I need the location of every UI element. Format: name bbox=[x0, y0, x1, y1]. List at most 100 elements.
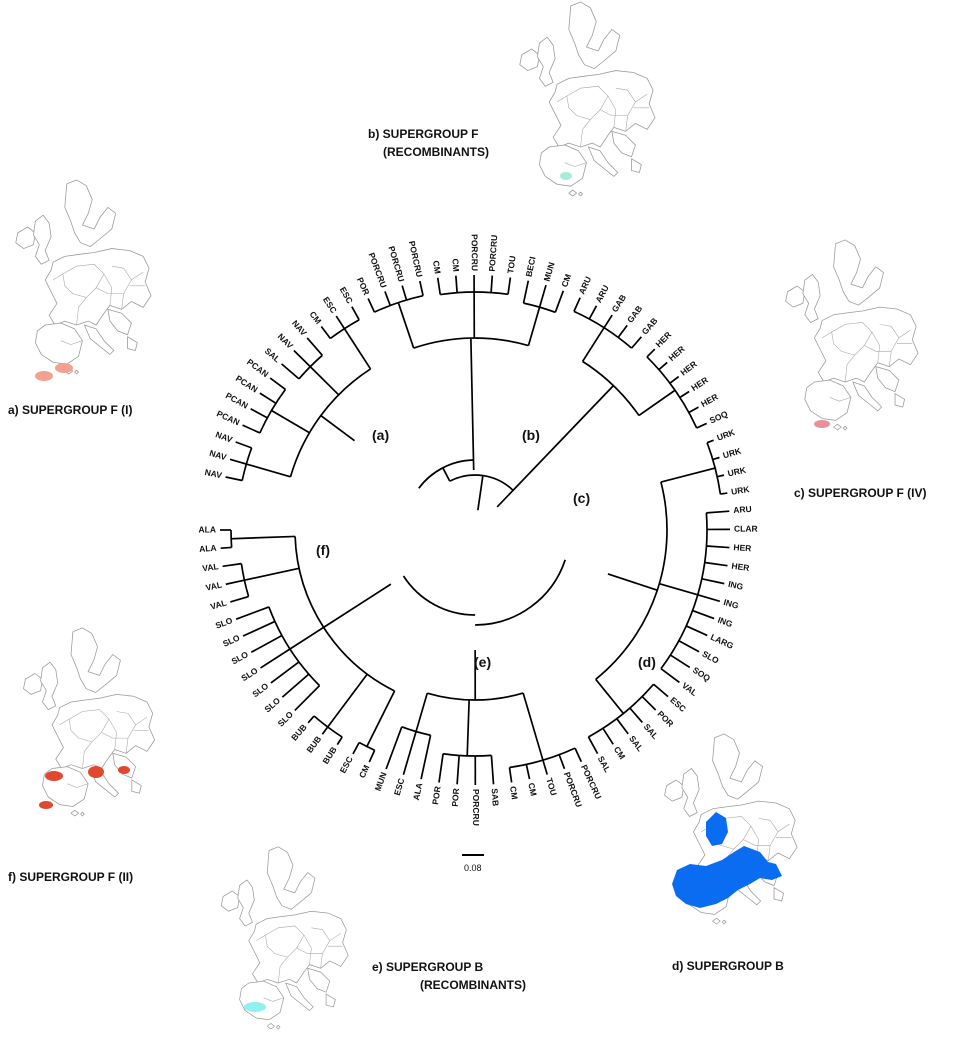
tip-label: ING bbox=[727, 579, 744, 592]
tree-branch bbox=[525, 764, 531, 780]
tree-arc bbox=[298, 354, 323, 380]
tree-arc bbox=[475, 559, 567, 626]
map-highlight-f1 bbox=[45, 771, 63, 781]
tip-label: ALA bbox=[199, 524, 216, 534]
map-panel-b: b) SUPERGROUP F (RECOMBINANTS) bbox=[368, 1, 656, 197]
clade-labels: (a) (b) (c) (d) (e) (f) bbox=[316, 427, 656, 670]
tree-branch bbox=[401, 285, 408, 301]
tree-branch bbox=[281, 363, 300, 380]
tree-branch bbox=[701, 577, 725, 585]
tree-branch bbox=[327, 673, 368, 728]
tip-label: TOU bbox=[505, 255, 517, 274]
tip-label: SLO bbox=[262, 695, 282, 714]
tip-label: ESC bbox=[392, 777, 407, 797]
tree-branch bbox=[456, 755, 460, 785]
tip-label: ING bbox=[722, 597, 740, 611]
tip-label: URK bbox=[722, 445, 743, 460]
map-highlight-b bbox=[560, 172, 572, 180]
tip-label: ESC bbox=[668, 695, 688, 714]
map-highlight-f4 bbox=[39, 801, 53, 809]
tip-label: PORCRU bbox=[579, 763, 603, 801]
tip-label: CM bbox=[508, 785, 520, 800]
tree-branch bbox=[231, 535, 296, 540]
tip-label: ARU bbox=[733, 504, 752, 515]
tree-branch bbox=[420, 735, 432, 780]
tip-label: BUB bbox=[289, 722, 309, 742]
tree-branch bbox=[309, 366, 340, 396]
tree-branch bbox=[706, 510, 730, 514]
tree-branch bbox=[352, 742, 360, 755]
tip-label: PORCRU bbox=[471, 789, 481, 826]
tip-label: PORCRU bbox=[367, 251, 389, 289]
tree-branch bbox=[490, 755, 495, 785]
tree-branch bbox=[558, 754, 566, 770]
tip-label: ARU bbox=[593, 283, 611, 304]
tree-branch bbox=[384, 291, 392, 306]
tree-arc bbox=[358, 741, 376, 751]
tree-branch bbox=[638, 389, 676, 417]
tip-label: PCAN bbox=[234, 373, 260, 394]
tip-label: ALA bbox=[411, 782, 424, 801]
clade-label-f: (f) bbox=[316, 542, 330, 558]
map-panel-f: f) SUPERGROUP F (II) bbox=[8, 627, 155, 884]
tree-branch bbox=[602, 727, 614, 745]
map-highlight-a2 bbox=[55, 363, 73, 373]
tip-label: PORCRU bbox=[470, 234, 480, 271]
tree-branch bbox=[706, 439, 714, 444]
tip-label: HER bbox=[731, 561, 750, 573]
tree-branch bbox=[289, 626, 325, 650]
tip-label: CM bbox=[308, 309, 324, 326]
tree-arc bbox=[523, 302, 556, 314]
tip-label: TOU bbox=[544, 777, 559, 797]
tree-branch bbox=[270, 661, 300, 684]
tip-label: BECI bbox=[524, 256, 538, 278]
tip-label: LARG bbox=[709, 632, 735, 651]
tree-branch bbox=[587, 736, 599, 755]
map-panel-a: a) SUPERGROUP F (I) bbox=[8, 179, 152, 417]
tip-label: SAB bbox=[490, 788, 501, 807]
tree-branch bbox=[573, 297, 581, 312]
map-label-a: a) SUPERGROUP F (I) bbox=[8, 403, 132, 417]
tip-label: HER bbox=[678, 359, 698, 378]
tip-label: CM bbox=[526, 782, 539, 797]
tip-label: POR bbox=[450, 788, 461, 807]
tree-branch bbox=[294, 685, 321, 712]
tip-label: URK bbox=[730, 484, 751, 497]
tree-branch bbox=[692, 609, 715, 620]
tip-label: HER bbox=[666, 344, 686, 363]
tip-label: SLO bbox=[276, 709, 296, 729]
tree-branch bbox=[269, 377, 286, 391]
tree-branch bbox=[419, 280, 424, 296]
tree-branch bbox=[321, 726, 329, 735]
tree-branch bbox=[260, 648, 291, 669]
tree-branch bbox=[250, 634, 283, 654]
tree-branch bbox=[538, 284, 547, 308]
tip-label: HER bbox=[733, 542, 752, 553]
tree-branch bbox=[641, 695, 657, 711]
tree-branch bbox=[646, 348, 656, 358]
tree-branch bbox=[617, 324, 628, 338]
tree-branch bbox=[244, 567, 300, 582]
tree-branch bbox=[522, 280, 530, 304]
tree-branch bbox=[293, 349, 311, 368]
tip-label: NAV bbox=[276, 331, 296, 351]
tree-arc bbox=[418, 459, 474, 489]
tip-label: NAV bbox=[214, 429, 234, 444]
tree-branch bbox=[588, 305, 598, 320]
tree-branch bbox=[658, 361, 668, 371]
tree-branch bbox=[259, 392, 277, 405]
tree-branch bbox=[235, 606, 270, 620]
tip-label: URK bbox=[715, 427, 737, 443]
tree-branch bbox=[415, 692, 429, 732]
tip-label: PCAN bbox=[245, 357, 270, 379]
tree-branch bbox=[527, 306, 541, 346]
tip-label: MUN bbox=[373, 771, 389, 793]
tip-label: CM bbox=[450, 258, 461, 272]
tree-branch bbox=[335, 315, 346, 330]
tip-label: CM bbox=[357, 763, 372, 779]
tree-branch bbox=[320, 414, 356, 442]
tree-branch bbox=[229, 458, 247, 465]
tree-branch bbox=[220, 546, 232, 550]
tip-label: PORCRU bbox=[407, 240, 425, 278]
tree-branch bbox=[230, 595, 249, 603]
